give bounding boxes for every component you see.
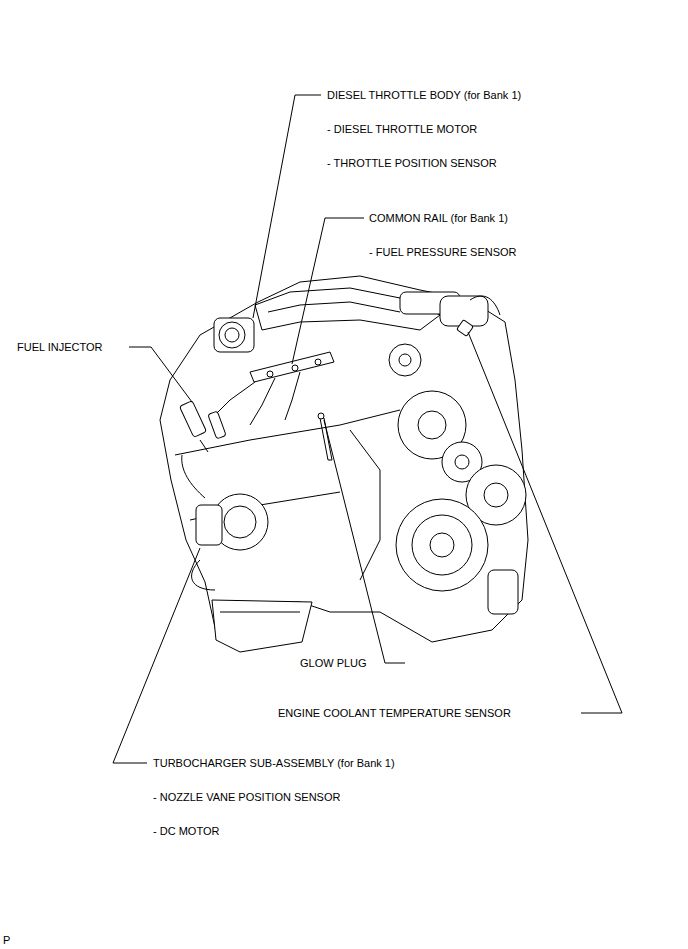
sub-part-name: - NOZZLE VANE POSITION SENSOR bbox=[153, 791, 340, 804]
part-name: ENGINE COOLANT TEMPERATURE SENSOR bbox=[278, 707, 511, 720]
part-name: DIESEL THROTTLE BODY (for Bank 1) bbox=[327, 89, 521, 102]
sub-part-name: - DC MOTOR bbox=[153, 825, 219, 838]
sub-part-name: - FUEL PRESSURE SENSOR bbox=[369, 246, 517, 259]
sub-part-name: - DIESEL THROTTLE MOTOR bbox=[327, 123, 477, 136]
figure-code: P bbox=[3, 934, 10, 947]
part-name: COMMON RAIL (for Bank 1) bbox=[369, 212, 508, 225]
part-name: FUEL INJECTOR bbox=[17, 341, 103, 354]
sub-part-name: - THROTTLE POSITION SENSOR bbox=[327, 157, 497, 170]
part-name: GLOW PLUG bbox=[300, 657, 367, 670]
part-name: TURBOCHARGER SUB-ASSEMBLY (for Bank 1) bbox=[153, 757, 395, 770]
